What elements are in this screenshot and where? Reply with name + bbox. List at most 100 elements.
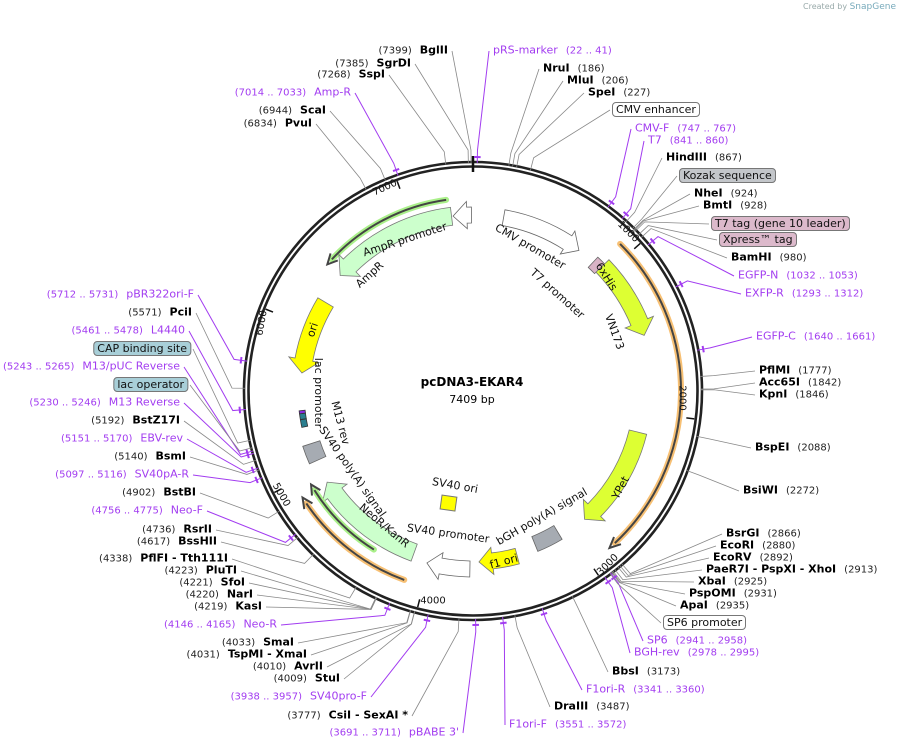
primer-label[interactable]: F1ori-F3551 .. 3572	[509, 718, 626, 732]
enzyme-site-label[interactable]: 4338PflFI - Tth111I	[99, 552, 228, 566]
enzyme-site-label[interactable]: 4221SfoI	[179, 576, 245, 590]
sv40-ori-box[interactable]	[439, 494, 458, 512]
primer-label[interactable]: CMV-F747 .. 767	[635, 122, 736, 136]
enzyme-site-label[interactable]: 4736RsrII	[142, 523, 212, 537]
primer-name: pRS-marker	[493, 43, 558, 57]
enzyme-site-label[interactable]: BmtI928	[703, 199, 767, 213]
enzyme-site-label[interactable]: EcoRV2892	[713, 551, 793, 565]
primer-label[interactable]: 5097 .. 5116SV40pA-R	[55, 468, 189, 482]
enzyme-site-label[interactable]: NheI924	[694, 187, 758, 201]
feature-label[interactable]: Kozak sequence	[679, 168, 776, 183]
enzyme-site-label[interactable]: 4220NarI	[186, 588, 253, 602]
enzyme-site-label[interactable]: XbaI2925	[698, 574, 767, 589]
cmv-promoter-arrow[interactable]	[501, 209, 580, 255]
primer-label[interactable]: 5151 .. 5170EBV-rev	[61, 432, 183, 446]
m13-rev-box[interactable]	[298, 409, 306, 415]
primer-label[interactable]: SP62941 .. 2958	[647, 634, 747, 648]
primer-label[interactable]: pRS-marker22 .. 41	[493, 43, 612, 58]
enzyme-site-label[interactable]: KpnI1846	[759, 388, 829, 402]
cut-position: 4219	[194, 602, 227, 613]
primer-label[interactable]: 3691 .. 3711pBABE 3'	[329, 726, 459, 740]
ori-arrow[interactable]	[287, 297, 334, 374]
enzyme-site-label[interactable]: 4010AvrII	[253, 660, 323, 674]
primer-label[interactable]: 7014 .. 7033Amp-R	[235, 86, 351, 100]
ekar-orf-arrow[interactable]	[614, 243, 682, 544]
bgh-polya-box[interactable]	[531, 525, 563, 552]
enzyme-site-label[interactable]: 5192BstZ17I	[91, 414, 180, 428]
primer-label[interactable]: 5230 .. 5246M13 Reverse	[29, 396, 180, 410]
feature-label[interactable]: Xpress™ tag	[719, 232, 797, 247]
ypet-arrow[interactable]	[582, 429, 648, 522]
enzyme-site-label[interactable]: PaeR7I - PspXI - XhoI2913	[706, 563, 877, 577]
enzyme-site-label[interactable]: Acc65I1842	[759, 376, 841, 390]
primer-label[interactable]: 5461 .. 5478L4440	[71, 324, 185, 338]
enzyme-site-label[interactable]: 7399BglII	[379, 44, 448, 58]
enzyme-site-label[interactable]: MluI206	[567, 74, 629, 88]
enzyme-name: PluTI	[205, 563, 237, 577]
tag-features[interactable]	[587, 256, 606, 275]
enzyme-site-label[interactable]: 6834PvuI	[244, 117, 312, 131]
enzyme-site-label[interactable]: 5140BsmI	[114, 450, 186, 464]
cap-site-box[interactable]	[299, 418, 309, 428]
enzyme-site-label[interactable]: BsrGI2866	[726, 527, 801, 541]
enzyme-name: XbaI	[698, 574, 726, 588]
primer-site-mark	[239, 356, 243, 364]
enzyme-site-label[interactable]: HindIII867	[666, 151, 742, 165]
feature-label[interactable]: CAP binding site	[93, 341, 191, 356]
primer-label[interactable]: F1ori-R3341 .. 3360	[586, 683, 705, 697]
feature-label-lac-promoter[interactable]: lac promoter	[312, 357, 325, 429]
enzyme-site-label[interactable]: 4219KasI	[194, 600, 262, 614]
enzyme-site-label[interactable]: NruI186	[543, 62, 604, 76]
enzyme-site-label[interactable]: 7268SspI	[317, 68, 385, 82]
enzyme-site-label[interactable]: 4902BstBI	[122, 486, 196, 500]
enzyme-site-label[interactable]: 6944ScaI	[259, 104, 326, 118]
enzyme-site-label[interactable]: BamHI980	[731, 251, 806, 265]
primer-label[interactable]: BGH-rev2978 .. 2995	[634, 646, 759, 660]
f1-ori-arrow[interactable]	[478, 546, 520, 576]
enzyme-site-label[interactable]: 4617BssHII	[137, 535, 217, 549]
primer-label[interactable]: EGFP-N1032 .. 1053	[738, 269, 858, 283]
enzyme-site-label[interactable]: PspOMI2931	[689, 587, 777, 601]
primer-label[interactable]: T7841 .. 860	[648, 134, 728, 148]
enzyme-site-label[interactable]: DraIII3487	[554, 700, 630, 714]
enzyme-site-label[interactable]: 5571PciI	[128, 306, 192, 320]
enzyme-site-label[interactable]: BsiWI2272	[743, 484, 819, 498]
primer-label[interactable]: 5712 .. 5731pBR322ori-F	[47, 288, 194, 302]
neo-kan-arrow[interactable]	[321, 481, 418, 562]
cut-position: 5571	[128, 308, 161, 319]
feature-label[interactable]: T7 tag (gene 10 leader)	[711, 216, 850, 231]
feature-label[interactable]: lac operator	[113, 377, 188, 392]
ampr-arrow[interactable]	[338, 206, 454, 277]
primer-range: 1640 .. 1661	[804, 332, 875, 343]
ampr-orf-arrow[interactable]	[331, 198, 447, 261]
enzyme-site-label[interactable]: BspEI2088	[755, 440, 831, 455]
primer-label[interactable]: 4146 .. 4165Neo-R	[164, 618, 277, 632]
enzyme-site-label[interactable]: 4223PluTI	[164, 563, 237, 578]
enzyme-site-label[interactable]: BbsI3173	[612, 665, 680, 679]
primer-label[interactable]: 3938 .. 3957SV40pro-F	[231, 690, 367, 704]
enzyme-site-label[interactable]: 4031TspMI - XmaI	[187, 648, 307, 662]
enzyme-site-label[interactable]: 3777CsiI - SexAI *	[287, 709, 408, 723]
leader-line	[240, 570, 377, 610]
ampr-promoter-arrow[interactable]	[452, 200, 472, 230]
enzyme-site-label[interactable]: EcoRI2880	[720, 539, 795, 553]
enzyme-site-label[interactable]: 4009StuI	[274, 672, 340, 686]
neo-orange-arrow[interactable]	[305, 502, 405, 581]
sv40-polya-box[interactable]	[302, 440, 327, 465]
feature-label[interactable]: SP6 promoter	[663, 615, 747, 630]
enzyme-name: BspEI	[755, 440, 790, 454]
primer-label[interactable]: 5243 .. 5265M13/pUC Reverse	[3, 360, 180, 374]
feature-label[interactable]: CMV enhancer	[612, 102, 700, 117]
enzyme-site-label[interactable]: 7385SgrDI	[335, 57, 411, 71]
primer-label[interactable]: EXFP-R1293 .. 1312	[745, 287, 863, 301]
enzyme-site-label[interactable]: 4033SmaI	[222, 636, 294, 650]
vn173-arrow[interactable]	[595, 259, 655, 336]
neo-orf-arrow[interactable]	[313, 489, 375, 551]
sv40-promoter-arrow[interactable]	[426, 551, 471, 581]
enzyme-site-label[interactable]: PflMI1777	[759, 364, 832, 378]
enzyme-site-label[interactable]: ApaI2935	[680, 599, 749, 613]
enzyme-site-label[interactable]: SpeI227	[588, 86, 650, 100]
primer-label[interactable]: EGFP-C1640 .. 1661	[756, 330, 875, 344]
primer-label[interactable]: 4756 .. 4775Neo-F	[91, 504, 203, 518]
